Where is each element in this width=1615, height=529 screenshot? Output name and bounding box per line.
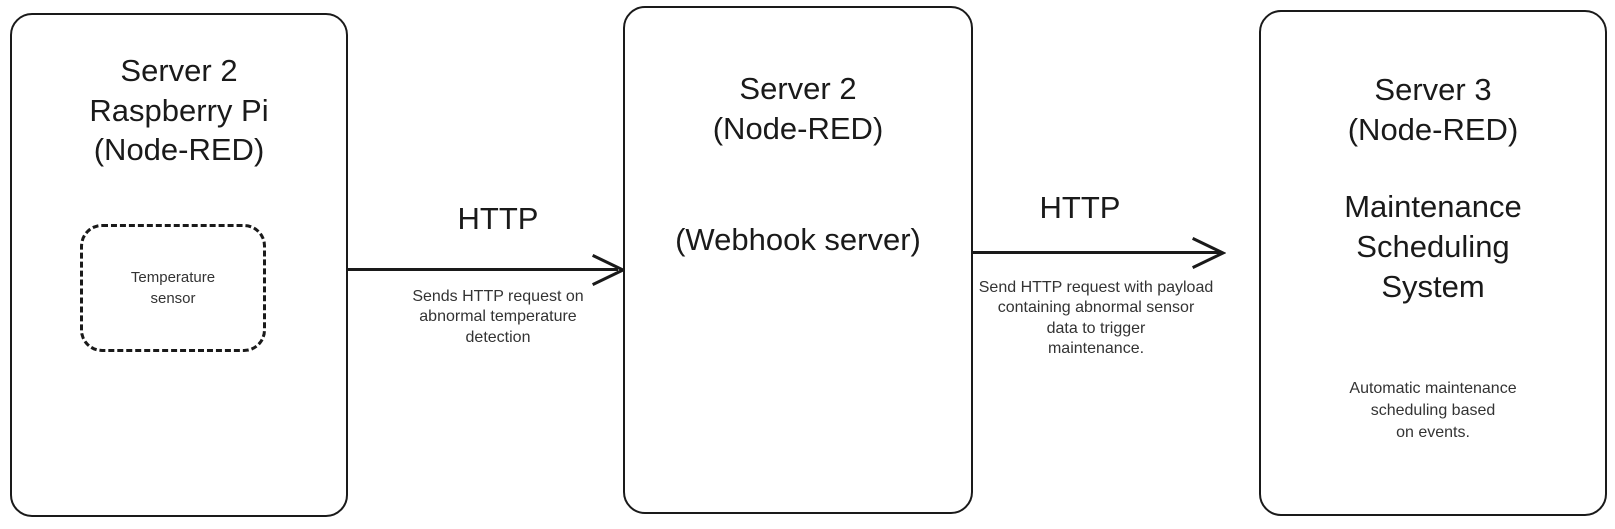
edge-line: [348, 268, 618, 271]
edge-protocol-label: HTTP: [1039, 190, 1121, 225]
node-server2-raspberry-pi[interactable]: Server 2 Raspberry Pi (Node-RED) Tempera…: [10, 13, 348, 517]
node-title: Server 2 Raspberry Pi (Node-RED): [89, 53, 269, 168]
node-note: Automatic maintenance scheduling based o…: [1349, 380, 1517, 441]
node-subtitle: Maintenance Scheduling System: [1344, 189, 1522, 304]
node-server2-webhook[interactable]: Server 2 (Node-RED) (Webhook server): [623, 6, 973, 514]
edge-protocol-label: HTTP: [457, 201, 539, 236]
node-subtitle: (Webhook server): [675, 222, 921, 258]
edge-description-label: Sends HTTP request on abnormal temperatu…: [412, 288, 584, 346]
node-server3-maintenance[interactable]: Server 3 (Node-RED) Maintenance Scheduli…: [1259, 10, 1607, 516]
inner-node-temperature-sensor[interactable]: Temperature sensor: [80, 224, 266, 352]
edge-line: [973, 251, 1221, 254]
inner-node-label: Temperature sensor: [130, 269, 216, 307]
open-arrow-icon: [1191, 236, 1227, 274]
node-title: Server 2 (Node-RED): [712, 71, 884, 146]
open-arrow-icon: [591, 253, 627, 291]
node-title: Server 3 (Node-RED): [1347, 72, 1519, 147]
edge-description-label: Send HTTP request with payload containin…: [978, 279, 1214, 358]
